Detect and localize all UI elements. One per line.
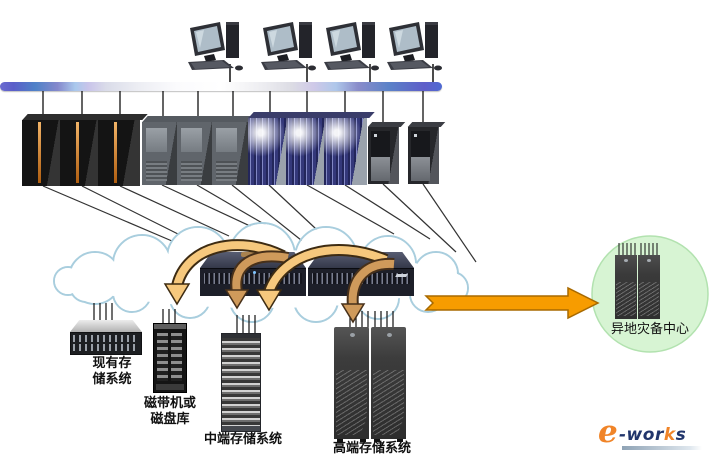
disk-array-icon xyxy=(70,320,142,355)
switch-led xyxy=(361,271,364,274)
san-switch-icon xyxy=(308,247,414,296)
workstation-icon xyxy=(188,22,243,71)
unix-server-icon xyxy=(286,118,329,185)
san-switch-icon xyxy=(200,247,306,296)
highend-storage-icon xyxy=(334,327,408,442)
tape-library-label: 磁带机或 磁盘库 xyxy=(143,396,196,427)
logo-underline xyxy=(622,446,702,450)
highend-storage-label: 高端存储系统 xyxy=(332,441,411,456)
unix-server-icon xyxy=(324,118,367,185)
rack-server-icon xyxy=(177,122,217,185)
unix-server-icon xyxy=(248,118,291,185)
tower-server-icon xyxy=(408,127,439,184)
switch-ports xyxy=(204,273,302,284)
network-backbone-bar xyxy=(0,82,442,91)
existing-storage-label: 现有存 储系统 xyxy=(92,356,132,387)
eworks-logo: e -works xyxy=(598,414,710,458)
logo-wordmark: -works xyxy=(619,425,687,445)
mainframe-server-icon xyxy=(98,120,140,186)
switch-led xyxy=(253,271,256,274)
midrange-storage-label: 中端存储系统 xyxy=(203,432,282,447)
rack-server-icon xyxy=(142,122,182,185)
logo-e-swoosh: e xyxy=(598,414,618,450)
midrange-storage-icon xyxy=(221,333,261,432)
dr-server-icon xyxy=(615,255,637,319)
switch-label-strip xyxy=(395,274,408,277)
replication-arrow-icon xyxy=(424,286,600,320)
switch-brand-mark xyxy=(241,252,265,257)
rack-server-icon xyxy=(212,122,252,185)
mainframe-server-icon xyxy=(60,120,102,186)
workstation-icon xyxy=(387,22,442,71)
switch-brand-mark xyxy=(349,252,373,257)
workstation-icon xyxy=(324,22,379,71)
tape-library-icon xyxy=(153,323,187,393)
mainframe-server-icon xyxy=(22,120,64,186)
tower-server-icon xyxy=(368,127,399,184)
workstation-icon xyxy=(261,22,316,71)
dr-server-icon xyxy=(638,255,660,319)
dr-center-label: 异地灾备中心 xyxy=(610,322,689,337)
